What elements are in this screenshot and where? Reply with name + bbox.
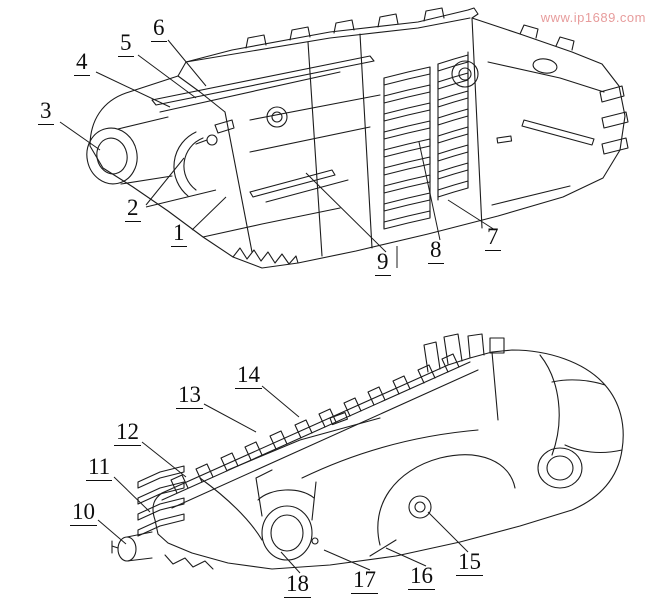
figure-bottom-drawing [111, 333, 624, 570]
callout-label-12: 12 [114, 419, 141, 446]
callout-label-3: 3 [38, 98, 54, 125]
callout-label-16: 16 [408, 563, 435, 590]
callout-leader-lines [59, 39, 496, 574]
callout-label-4: 4 [74, 49, 90, 76]
callout-label-2: 2 [125, 195, 141, 222]
callout-label-1: 1 [171, 220, 187, 247]
callout-label-5: 5 [118, 30, 134, 57]
callout-label-7: 7 [485, 224, 501, 251]
callout-label-11: 11 [86, 454, 113, 481]
watermark-text: www.ip1689.com [540, 10, 646, 25]
callout-label-8: 8 [428, 237, 444, 264]
callout-label-13: 13 [176, 382, 203, 409]
callout-label-14: 14 [235, 362, 262, 389]
callout-label-9: 9 [375, 249, 391, 276]
callout-label-15: 15 [456, 549, 483, 576]
callout-label-17: 17 [351, 567, 378, 594]
callout-label-10: 10 [70, 499, 97, 526]
callout-label-6: 6 [151, 15, 167, 42]
callout-label-18: 18 [284, 571, 311, 598]
figure-top-drawing [86, 7, 629, 269]
